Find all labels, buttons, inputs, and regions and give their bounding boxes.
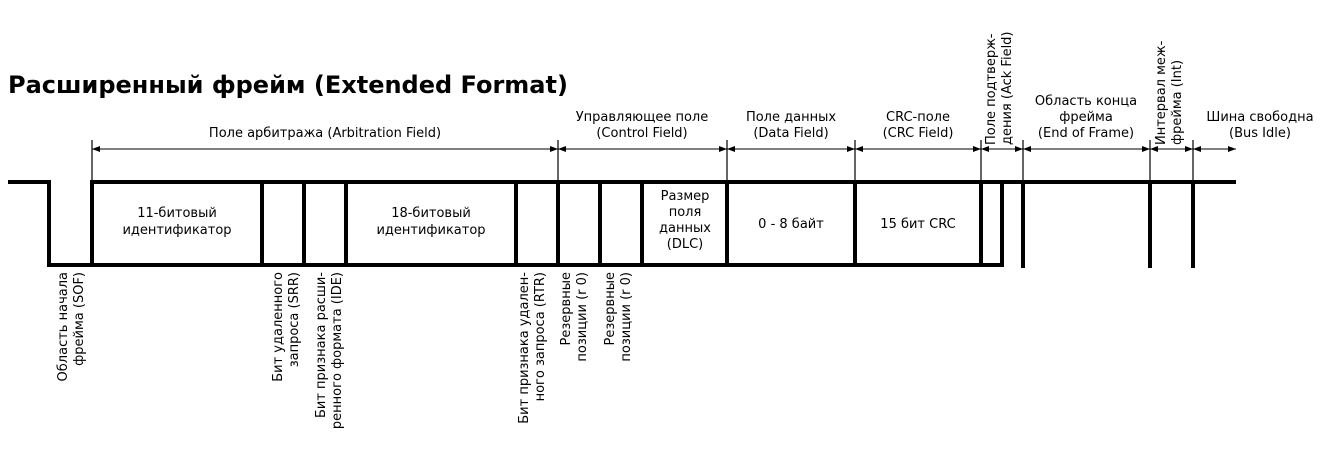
ack-delimiter-line (979, 182, 1004, 267)
bus-idle-label-line1: Шина свободна (1206, 110, 1313, 125)
int-field-label: Интервал меж- фрейма (Int) (1154, 40, 1185, 145)
extension-lines (91, 140, 1194, 182)
crc-box-label: 15 бит CRC (880, 217, 955, 232)
dlc-label-line4: (DLC) (667, 237, 703, 252)
data-field-label-line2: (Data Field) (753, 126, 828, 141)
bus-idle-label-line2: (Bus Idle) (1229, 126, 1291, 141)
sof-label-line2: фрейма (SOF) (72, 272, 87, 366)
rtr-label-line2: ного запроса (RTR) (533, 272, 548, 401)
sof-label-line1: Область начала (56, 272, 71, 381)
srr-label-line1: Бит удаленного (271, 272, 286, 382)
sof-label: Область начала фрейма (SOF) (56, 272, 87, 381)
ide-label-line1: Бит признака расши- (314, 272, 329, 418)
field-dividers (260, 182, 1195, 268)
dlc-label-line3: данных (659, 221, 711, 236)
reserved-r0-label: Резервные позиции (r 0) (603, 272, 634, 362)
eof-label-line1: Область конца (1035, 94, 1137, 109)
ack-field-label-line1: Поле подтверж- (984, 33, 999, 145)
reserved-r1-label-line2: позиции (r 0) (575, 272, 590, 362)
id18-label-line2: идентификатор (376, 223, 485, 238)
rtr-label: Бит признака удален- ного запроса (RTR) (517, 272, 548, 424)
reserved-r0-label-line2: позиции (r 0) (619, 272, 634, 362)
data-field-label-line1: Поле данных (746, 110, 836, 125)
reserved-r0-label-line1: Резервные (603, 272, 618, 345)
id18-label-line1: 18-битовый (391, 206, 471, 221)
ack-field-label-line2: дения (Ack Field) (1000, 31, 1015, 145)
rtr-label-line1: Бит признака удален- (517, 272, 532, 424)
crc-field-label-line1: CRC-поле (886, 110, 950, 125)
data-box-label: 0 - 8 байт (758, 217, 824, 232)
srr-label: Бит удаленного запроса (SRR) (271, 272, 302, 382)
dlc-label-line1: Размер (661, 189, 710, 204)
eof-label-line2: фрейма (1059, 110, 1113, 125)
int-label-line2: фрейма (Int) (1170, 60, 1185, 145)
control-field-label-line1: Управляющее поле (576, 110, 709, 125)
crc-field-label-line2: (CRC Field) (883, 126, 954, 141)
ide-label: Бит признака расши- ренного формата (IDE… (314, 272, 345, 429)
dlc-label-line2: поля (669, 205, 702, 220)
dimension-arrows (92, 146, 1236, 152)
frame-signal-line (8, 180, 1236, 267)
control-field-label-line2: (Control Field) (596, 126, 687, 141)
ide-label-line2: ренного формата (IDE) (330, 272, 345, 429)
arbitration-field-label: Поле арбитража (Arbitration Field) (209, 126, 441, 141)
int-label-line1: Интервал меж- (1154, 40, 1169, 145)
reserved-r1-label: Резервные позиции (r 0) (559, 272, 590, 362)
eof-label-line3: (End of Frame) (1038, 126, 1134, 141)
diagram-title: Расширенный фрейм (Extended Format) (8, 71, 568, 99)
srr-label-line2: запроса (SRR) (287, 272, 302, 367)
id11-label-line1: 11-битовый (137, 206, 217, 221)
ack-field-label: Поле подтверж- дения (Ack Field) (984, 31, 1015, 145)
id11-label-line2: идентификатор (122, 223, 231, 238)
reserved-r1-label-line1: Резервные (559, 272, 574, 345)
